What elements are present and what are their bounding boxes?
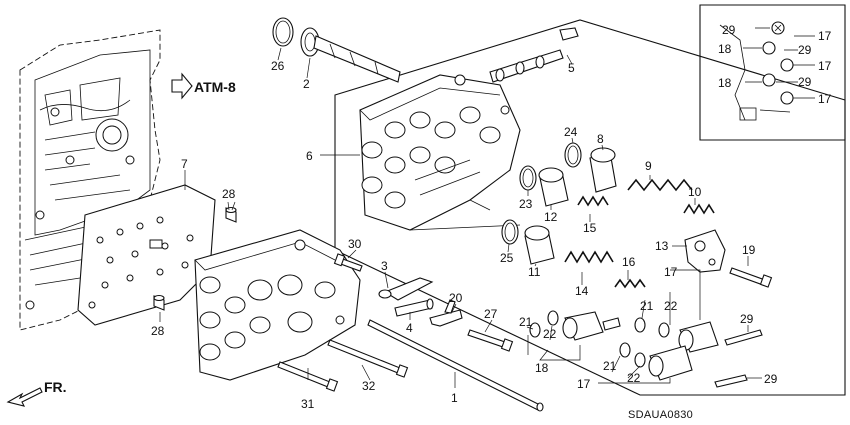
inset-label-29-b: 29 bbox=[798, 43, 812, 57]
solenoid-17-upper bbox=[678, 321, 719, 353]
label-28-upper: 28 bbox=[222, 187, 236, 201]
reference-label: ATM-8 bbox=[194, 79, 236, 95]
label-6: 6 bbox=[306, 149, 313, 163]
inset-label-18-b: 18 bbox=[718, 76, 732, 90]
label-29-a: 29 bbox=[740, 312, 754, 326]
front-label: FR. bbox=[44, 379, 67, 395]
inset-label-17-c: 17 bbox=[818, 92, 832, 106]
label-11: 11 bbox=[528, 265, 541, 279]
upper-valve-body bbox=[359, 74, 521, 231]
label-22-a: 22 bbox=[664, 299, 678, 313]
label-22-b: 22 bbox=[543, 327, 557, 341]
bolt-32 bbox=[327, 339, 409, 378]
label-21-a: 21 bbox=[640, 299, 654, 313]
sleeve-8 bbox=[589, 147, 617, 193]
label-3: 3 bbox=[381, 259, 388, 273]
reference-arrow: ATM-8 bbox=[171, 72, 236, 100]
inset-label-18-a: 18 bbox=[718, 42, 732, 56]
label-25: 25 bbox=[500, 251, 514, 265]
ring-23 bbox=[519, 165, 537, 191]
solenoid-18 bbox=[562, 311, 621, 341]
spring-16 bbox=[614, 278, 646, 289]
label-4: 4 bbox=[406, 321, 413, 335]
separator-plate bbox=[77, 184, 216, 326]
label-17-b: 17 bbox=[577, 377, 591, 391]
spring-14 bbox=[564, 250, 614, 264]
lower-valve-body bbox=[194, 229, 361, 381]
label-15: 15 bbox=[583, 221, 597, 235]
bolt-19 bbox=[729, 267, 773, 288]
label-27: 27 bbox=[484, 307, 498, 321]
bolt-30 bbox=[333, 253, 363, 272]
label-29-b: 29 bbox=[764, 372, 778, 386]
front-arrow: FR. bbox=[6, 379, 67, 407]
callouts: 26 2 5 6 7 28 28 24 8 9 10 23 12 15 13 1… bbox=[151, 23, 832, 411]
sleeve-12 bbox=[538, 167, 569, 207]
inset-detail bbox=[699, 4, 846, 141]
spring-10 bbox=[683, 203, 715, 215]
ring-25 bbox=[501, 219, 519, 245]
label-31: 31 bbox=[301, 397, 315, 411]
label-5: 5 bbox=[568, 61, 575, 75]
inset-label-29-a: 29 bbox=[722, 23, 736, 37]
bolt-27 bbox=[467, 329, 514, 352]
label-16: 16 bbox=[622, 255, 636, 269]
label-2: 2 bbox=[303, 77, 310, 91]
label-22-c: 22 bbox=[627, 371, 641, 385]
label-20: 20 bbox=[449, 291, 463, 305]
label-24: 24 bbox=[564, 125, 578, 139]
label-18: 18 bbox=[535, 361, 549, 375]
label-12: 12 bbox=[544, 210, 558, 224]
shaft-1 bbox=[367, 319, 544, 412]
label-21-c: 21 bbox=[603, 359, 617, 373]
lever-3 bbox=[378, 277, 434, 301]
label-32: 32 bbox=[362, 379, 376, 393]
bolt-31 bbox=[277, 361, 339, 392]
cover-13 bbox=[684, 229, 726, 273]
label-19: 19 bbox=[742, 243, 756, 257]
inset-label-29-c: 29 bbox=[798, 75, 812, 89]
label-14: 14 bbox=[575, 284, 589, 298]
label-28-lower: 28 bbox=[151, 324, 165, 338]
inset-label-17-b: 17 bbox=[818, 59, 832, 73]
label-23: 23 bbox=[519, 197, 533, 211]
o-ring-26 bbox=[272, 17, 294, 47]
label-8: 8 bbox=[597, 132, 604, 146]
label-9: 9 bbox=[645, 159, 652, 173]
ring-24 bbox=[564, 142, 582, 168]
solenoid-17-lower bbox=[648, 345, 693, 381]
dowel-pin-upper bbox=[225, 206, 237, 223]
label-30: 30 bbox=[348, 237, 362, 251]
spring-15 bbox=[577, 195, 609, 207]
label-10: 10 bbox=[688, 185, 702, 199]
shaft-2 bbox=[300, 27, 401, 83]
dowel-pin-lower bbox=[153, 294, 165, 311]
spring-9 bbox=[627, 178, 693, 192]
sleeve-11 bbox=[524, 225, 555, 265]
valve-5 bbox=[489, 27, 579, 83]
bolts-29 bbox=[714, 329, 763, 388]
pin-4 bbox=[394, 298, 434, 317]
label-26: 26 bbox=[271, 59, 285, 73]
label-1: 1 bbox=[451, 391, 458, 405]
inset-label-17-a: 17 bbox=[818, 29, 832, 43]
label-17-a: 17 bbox=[664, 265, 678, 279]
bracket-20 bbox=[429, 299, 463, 327]
diagram-code: SDAUA0830 bbox=[628, 409, 693, 421]
washers bbox=[529, 310, 670, 368]
label-7: 7 bbox=[181, 157, 188, 171]
label-13: 13 bbox=[655, 239, 669, 253]
label-21-b: 21 bbox=[519, 315, 533, 329]
